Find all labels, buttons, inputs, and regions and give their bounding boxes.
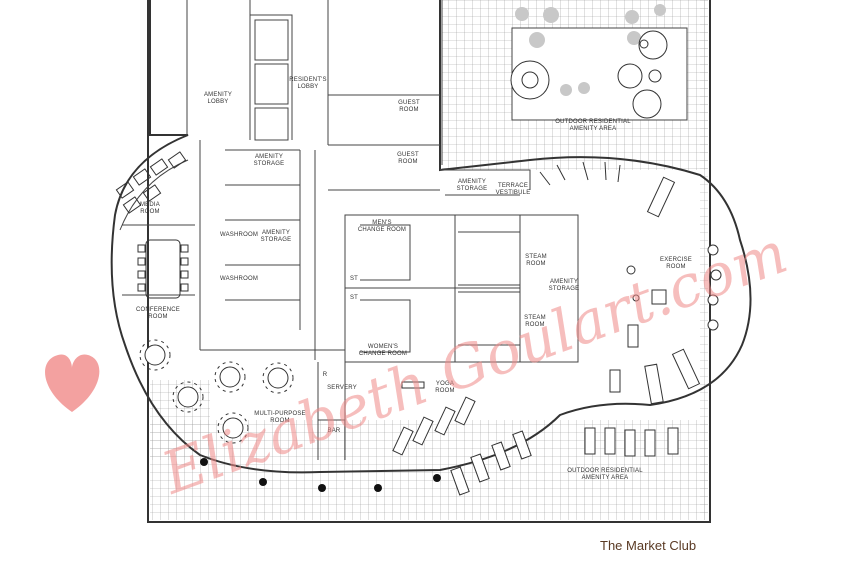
heart-icon — [45, 354, 100, 412]
label-st-2: ST — [350, 295, 358, 301]
patio-tables — [510, 30, 668, 119]
building-frame — [147, 0, 711, 523]
label-st-1: ST — [350, 276, 358, 282]
lounge-chairs — [392, 381, 679, 496]
label-r: R — [323, 372, 328, 378]
exercise-equipment — [539, 161, 722, 405]
outer-wall — [110, 0, 752, 474]
caption: The Market Club — [600, 538, 697, 553]
label-washroom-1: WASHROOM — [220, 232, 258, 238]
label-bar: BAR — [328, 428, 341, 434]
grey-shrubs — [515, 4, 666, 96]
interior-walls — [119, 0, 579, 460]
round-tables — [139, 339, 294, 444]
terrace-grid-right — [700, 0, 708, 520]
media-room-seats — [115, 151, 187, 214]
plants — [200, 458, 441, 492]
label-servery: SERVERY — [327, 385, 357, 391]
label-washroom-2: WASHROOM — [220, 276, 258, 282]
conference-table — [137, 239, 189, 299]
